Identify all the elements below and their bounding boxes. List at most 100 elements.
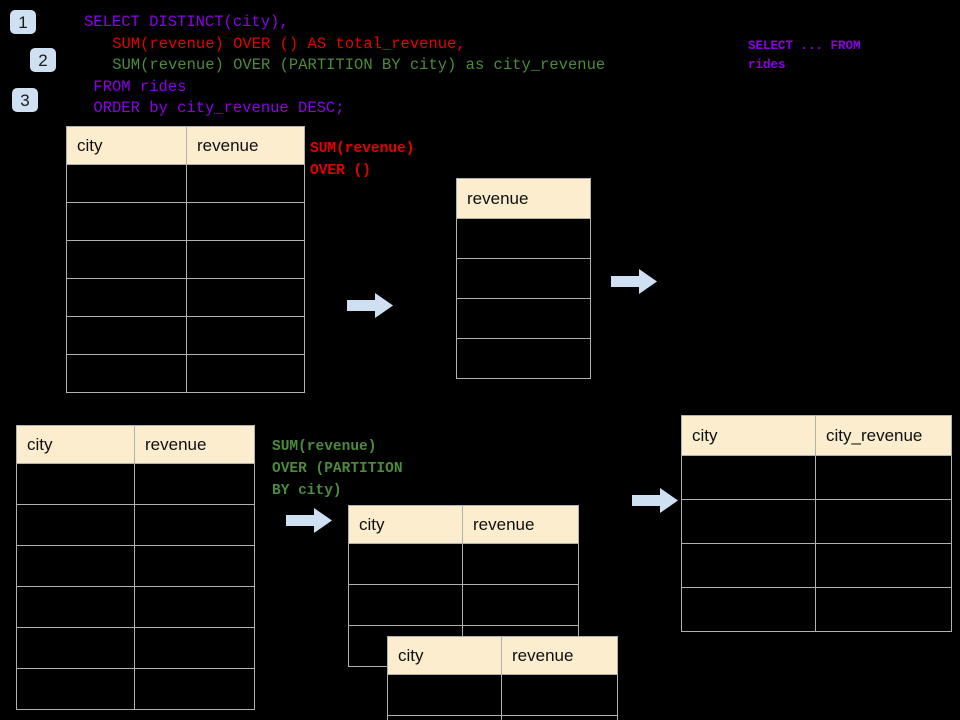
table-cell <box>66 240 187 279</box>
table-row <box>456 258 591 299</box>
sum-over-empty-note: SUM(revenue) OVER () <box>310 141 415 179</box>
table-cell <box>456 338 591 379</box>
table-row <box>681 499 952 544</box>
table-cell <box>66 354 187 393</box>
table-cell <box>16 586 135 628</box>
column-header-city: city <box>66 126 187 165</box>
column-header-city_revenue: city_revenue <box>815 415 952 456</box>
table-cell <box>815 499 952 544</box>
table-row <box>66 164 305 203</box>
column-header-city: city <box>348 505 463 544</box>
table-cell <box>66 164 187 203</box>
table-row <box>16 463 255 505</box>
table-row <box>456 338 591 379</box>
table-cell <box>456 258 591 299</box>
table-cell <box>16 627 135 669</box>
table-cell <box>134 545 255 587</box>
table-row <box>66 354 305 393</box>
sql-query-block: SELECT DISTINCT(city), SUM(revenue) OVER … <box>84 12 605 120</box>
table-cell <box>134 586 255 628</box>
table-row <box>348 543 579 585</box>
table-cell <box>186 316 305 355</box>
table-row <box>16 545 255 587</box>
column-header-revenue: revenue <box>462 505 579 544</box>
select-from-rides-note: SELECT ... FROM rides <box>748 39 861 72</box>
table-cell <box>681 499 816 544</box>
table-row <box>387 715 618 720</box>
column-header-revenue: revenue <box>186 126 305 165</box>
table-cell <box>681 587 816 632</box>
arrow-total-to-result <box>611 269 657 294</box>
table-row <box>66 202 305 241</box>
table-row <box>681 543 952 588</box>
table-row <box>16 504 255 546</box>
arrow-partition-to-groups <box>286 508 332 533</box>
table-cell <box>815 455 952 500</box>
table-cell <box>681 455 816 500</box>
table-cell <box>134 463 255 505</box>
table-cell <box>681 543 816 588</box>
table-cell <box>462 584 579 626</box>
total-revenue-table: revenue <box>456 178 591 379</box>
table-row <box>66 240 305 279</box>
column-header-city: city <box>387 636 502 675</box>
sql-line-1: SELECT DISTINCT(city), <box>84 13 289 31</box>
table-row <box>66 316 305 355</box>
table-cell <box>462 543 579 585</box>
table-row <box>16 627 255 669</box>
table-row <box>681 455 952 500</box>
table-row <box>387 674 618 716</box>
table-cell <box>348 543 463 585</box>
table-row <box>16 668 255 710</box>
table-cell <box>456 218 591 259</box>
step-badge-2: 2 <box>30 48 56 72</box>
column-header-city: city <box>16 425 135 464</box>
table-cell <box>66 316 187 355</box>
sql-line-3: SUM(revenue) OVER (PARTITION BY city) as… <box>112 56 606 74</box>
sql-line-4: FROM rides <box>93 77 187 96</box>
column-header-revenue: revenue <box>501 636 618 675</box>
table-cell <box>16 504 135 546</box>
table-cell <box>501 674 618 716</box>
table-cell <box>16 463 135 505</box>
table-cell <box>186 278 305 317</box>
sum-over-partition-note: SUM(revenue) OVER (PARTITION BY city) <box>272 439 403 499</box>
sql-line-5: ORDER by city_revenue DESC; <box>93 99 345 117</box>
table-cell <box>16 545 135 587</box>
table-cell <box>186 164 305 203</box>
table-cell <box>66 202 187 241</box>
table-row <box>456 218 591 259</box>
table-cell <box>501 715 618 720</box>
table-cell <box>456 298 591 339</box>
sql-line-2: SUM(revenue) OVER () AS total_revenue, <box>112 34 466 53</box>
table-row <box>348 584 579 626</box>
step-badge-3: 3 <box>12 88 38 112</box>
table-cell <box>186 240 305 279</box>
column-header-city: city <box>681 415 816 456</box>
table-cell <box>16 668 135 710</box>
table-cell <box>66 278 187 317</box>
column-header-revenue: revenue <box>134 425 255 464</box>
table-cell <box>186 202 305 241</box>
column-header-revenue: revenue <box>456 178 591 219</box>
arrow-source-to-total <box>347 293 393 318</box>
table-cell <box>186 354 305 393</box>
table-cell <box>134 504 255 546</box>
table-header-row: revenue <box>456 178 591 219</box>
arrow-groups-to-result <box>632 488 678 513</box>
table-cell <box>387 674 502 716</box>
table-cell <box>134 627 255 669</box>
table-cell <box>348 584 463 626</box>
table-row <box>16 586 255 628</box>
step-badge-1: 1 <box>10 10 36 34</box>
table-cell <box>387 715 502 720</box>
